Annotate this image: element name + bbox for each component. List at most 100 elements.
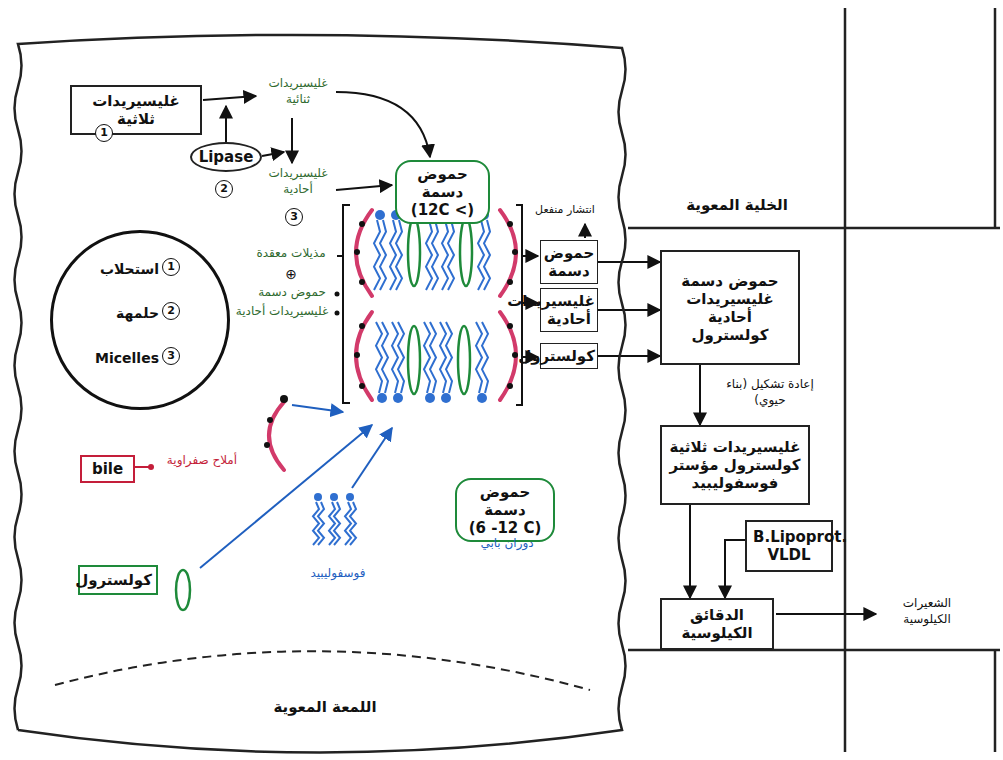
lipid-tail [392,322,398,393]
arrow [292,405,343,412]
cell-wall [994,8,997,228]
lipid-tail [432,220,438,290]
dot [359,383,365,389]
lipid-tail [482,322,488,393]
lipid-tail [424,322,430,393]
lipid-tail [440,322,446,393]
arrow [203,96,256,100]
connector-arrow [598,261,660,263]
lipid-tail [313,502,319,545]
lipid-tail [448,220,454,290]
node-text: غليسيريدات أحادية [543,292,595,328]
lipid-tail [478,220,484,290]
lipid-head [330,493,338,501]
lipid-tail [376,322,382,393]
arrow [352,428,392,488]
connector-arrow [699,365,701,425]
arrow [584,224,586,238]
connector-dot [148,464,154,470]
dot [359,323,365,329]
cholesterol-symbol [458,326,470,394]
dot [507,383,513,389]
arrow [776,613,876,615]
lipid-tail [484,220,490,290]
rounded-box: حموض دسمة(6 -12 C) [455,478,555,542]
lipid-tail [430,322,436,393]
text-label: حموض دسمة [252,285,332,301]
callout-number: 2 [162,302,180,320]
lipid-head [314,493,322,501]
node-text: Micelles [67,350,159,366]
callout-number: 3 [285,208,303,226]
lipid-head [441,393,451,403]
text-label: دوران بابي [462,536,552,552]
node-text: (6 -12 C) [463,519,547,537]
lumen-dashed-arc [55,651,590,690]
cell-wall [844,8,847,752]
dot [507,279,513,285]
cholesterol-symbol [176,570,190,610]
arrow [200,425,372,568]
node-text: Lipase [199,148,254,166]
text-label: انتشار منفعل [520,203,610,217]
steps-circle: استحلابحلمهةMicelles [50,230,230,410]
mixed-micelle [354,210,518,403]
process-box: الدقائق الكيلوسية [660,598,774,650]
rounded-box: حموض دسمة(12C <) [395,160,490,224]
node-text: حلمهة [67,305,159,321]
cholesterol-symbol [408,326,420,394]
arrow [291,118,293,163]
node-text: غليسيريدات ثلاثية كولسترول مؤستر فوسفولي… [668,438,802,492]
cholesterol-box: كولسترول [78,565,158,595]
process-box: حموض دسمة غليسيريدات أحادية كولسترول [660,250,800,365]
lipid-tail [329,502,335,545]
lipid-tail [426,220,432,290]
lipid-head [377,393,387,403]
lipid-tail [476,322,482,393]
dot [264,442,270,448]
bracket-tick [337,255,343,257]
connector-arrow [725,540,745,598]
enzyme-oval: Lipase [190,142,262,172]
dot [267,417,273,423]
node-text: B.Lipoprot. VLDL [753,528,825,564]
text-label: مذيلات معقدة [248,246,334,262]
lipid-head [346,493,354,501]
arrow [336,185,392,190]
lipid-tail [390,220,396,290]
cholesterol-symbol [408,218,420,286]
lipid-head [425,393,435,403]
arrow [522,255,538,257]
connector-arrow [689,505,691,598]
lumen-outline-path [15,35,626,753]
dot [512,352,518,358]
cell-walls [628,8,1000,752]
small-box: حموض دسمة [540,240,598,284]
dot [512,249,518,255]
bile-salt-symbol [269,402,284,470]
dot [359,221,365,227]
bile-box: bile [80,455,135,483]
node-text: غليسيريدات ثلاثية [76,92,196,128]
text-label: غليسيريدات أحادية [232,304,332,320]
callout-number: 1 [95,124,113,142]
callout-number: 1 [162,258,180,276]
node-text: bile [86,460,129,478]
node-text: حموض دسمة [543,244,595,280]
bullet [335,292,340,297]
callout-number: 3 [162,347,180,365]
process-box: غليسيريدات ثلاثية [70,85,202,135]
lipid-tail [380,220,386,290]
node-text: كولسترول [84,571,152,589]
cholesterol-symbol [460,218,472,286]
process-box: غليسيريدات ثلاثية كولسترول مؤستر فوسفولي… [660,425,810,505]
dot [280,395,288,403]
bullets [335,292,340,316]
text-label: أملاح صفراوية [156,453,248,469]
cell-wall [994,650,997,752]
lipid-tail [318,502,324,545]
text-label: غليسيريدات أحادية [262,166,334,197]
dot [507,323,513,329]
connector-line [135,466,149,468]
lipid-tail [382,322,388,393]
